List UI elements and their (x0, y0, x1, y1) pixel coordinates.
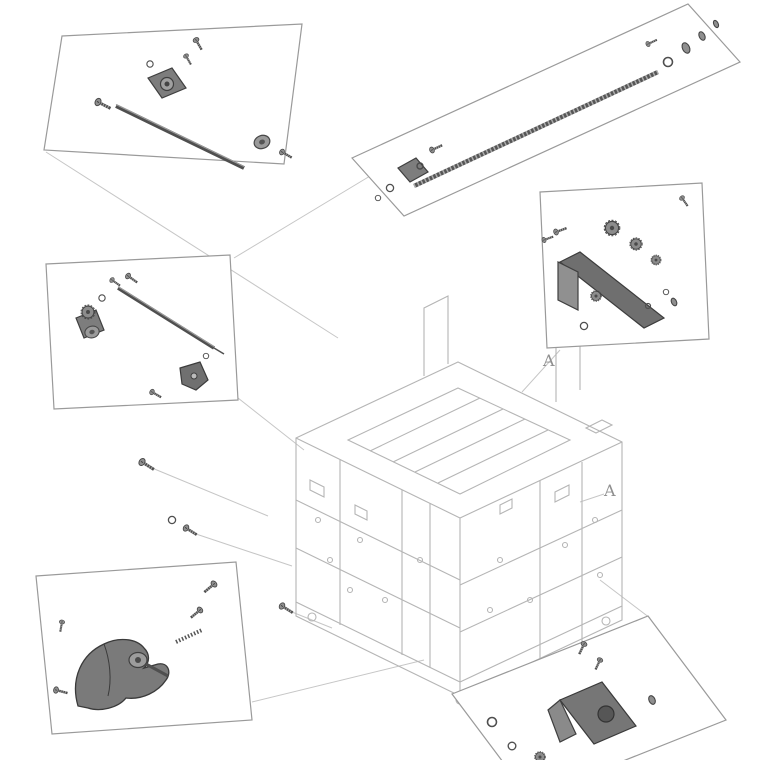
solenoid-coil (597, 705, 615, 723)
screw-icon (136, 455, 158, 475)
callout-top-right (351, 3, 741, 217)
chassis-hole-detail (309, 419, 614, 521)
gear-plate (558, 251, 666, 329)
callout-box-border (45, 254, 239, 410)
leader-lines (45, 151, 651, 703)
section-label-a-upper: A (542, 351, 555, 370)
callout-middle-right (539, 182, 710, 349)
callout-bottom-right (451, 615, 727, 760)
bushing (670, 297, 678, 307)
chassis-hole-circles (314, 516, 604, 614)
leader-line (45, 151, 339, 339)
gear-icon (534, 751, 546, 760)
spring (175, 628, 203, 644)
lever-hole (190, 372, 198, 380)
chassis-right-face-lines (459, 462, 623, 662)
callout-top-left (43, 23, 303, 170)
chassis-tray-slats (369, 397, 549, 484)
clutch-hub (164, 81, 170, 87)
shaft-collar (416, 162, 424, 170)
leader-line (291, 611, 333, 629)
rod-highlight (117, 286, 215, 348)
side-bracket (557, 261, 579, 311)
callout-box-border (539, 182, 710, 349)
chassis-top-tab-left (423, 295, 449, 376)
section-label-a-lower: A (603, 481, 616, 500)
chassis-left-face-lines (295, 460, 461, 668)
small-hole (644, 302, 652, 310)
bushing (648, 695, 656, 705)
printer-chassis-wireframe (295, 295, 623, 705)
screw-icon (276, 600, 296, 617)
shaft-end-bracket (397, 157, 429, 183)
leader-line (237, 397, 305, 451)
chassis-outer-frame (295, 361, 623, 683)
bushing (698, 31, 706, 41)
leader-line (195, 533, 293, 567)
callout-box-border (351, 3, 741, 217)
guide-flag-crease (103, 643, 111, 697)
leader-line (599, 579, 651, 619)
rod (117, 286, 215, 350)
chassis-front-edges (295, 437, 623, 682)
leader-line (233, 169, 381, 259)
washer-icon (374, 194, 382, 202)
solenoid-arm (547, 699, 577, 743)
rod-highlight (115, 103, 245, 168)
leader-line (151, 467, 269, 517)
threaded-shaft-hatch (413, 69, 659, 189)
rod (115, 104, 245, 170)
callout-middle-left (45, 254, 239, 410)
leader-line (521, 349, 561, 393)
bushing (681, 42, 691, 54)
chassis-top-tray (346, 387, 572, 495)
rod-tip (213, 347, 225, 355)
leader-line (251, 659, 425, 703)
flag-hub-center (135, 657, 141, 663)
bushing (712, 19, 720, 29)
washer-icon (167, 515, 177, 525)
screw-icon (180, 522, 200, 539)
callout-bottom-left (35, 561, 253, 735)
leader-line (579, 493, 605, 503)
flag-shaft (145, 662, 169, 678)
